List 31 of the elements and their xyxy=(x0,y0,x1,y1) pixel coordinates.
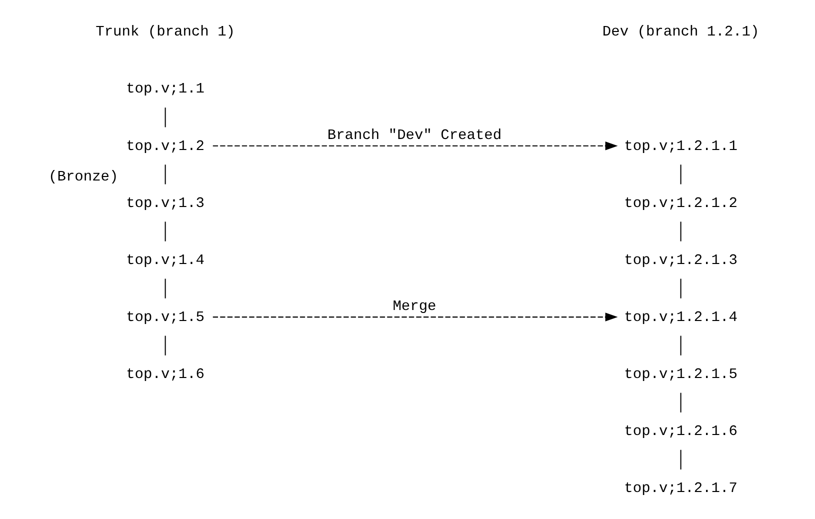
connector xyxy=(164,278,166,298)
node-text: top.v;1.5 xyxy=(126,309,205,326)
node-text: top.v;1.2.1.1 xyxy=(624,138,738,154)
connector xyxy=(680,221,682,241)
node-text: top.v;1.3 xyxy=(126,195,205,212)
arrow xyxy=(212,141,618,150)
connector xyxy=(164,164,166,184)
connector xyxy=(164,221,166,241)
label: Trunk (branch 1) xyxy=(96,24,236,40)
node-text: top.v;1.2.1.2 xyxy=(624,195,738,212)
node-text: top.v;1.6 xyxy=(126,366,205,382)
connector xyxy=(680,392,682,412)
node-text: top.v;1.4 xyxy=(126,252,205,268)
edge-label: Branch "Dev" Created xyxy=(327,127,502,144)
label: Dev (branch 1.2.1) xyxy=(602,24,760,40)
arrow xyxy=(212,312,618,321)
node-text: top.v;1.2.1.6 xyxy=(624,423,738,440)
node-text: top.v;1.2.1.3 xyxy=(624,252,738,268)
connector xyxy=(164,335,166,355)
node-text: top.v;1.2 xyxy=(126,138,205,154)
node-text: top.v;1.2.1.4 xyxy=(624,309,738,326)
connector xyxy=(680,335,682,355)
edge-label: Merge xyxy=(392,298,436,314)
node-text: top.v;1.1 xyxy=(126,81,205,98)
node-text: top.v;1.2.1.7 xyxy=(624,480,738,497)
connector xyxy=(680,278,682,298)
node-text: top.v;1.2.1.5 xyxy=(624,366,738,382)
node-label: (Bronze) xyxy=(48,168,118,185)
connector xyxy=(164,107,166,127)
connector xyxy=(680,449,682,469)
connector xyxy=(680,164,682,184)
